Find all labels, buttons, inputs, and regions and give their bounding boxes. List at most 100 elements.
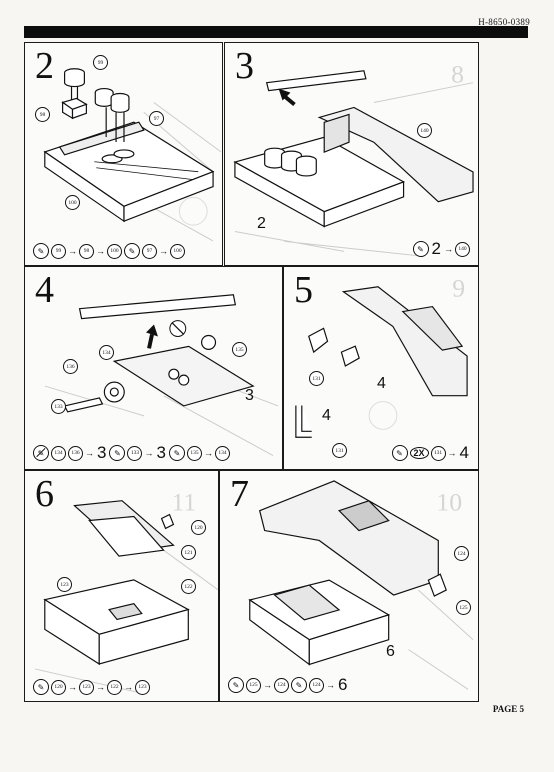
part-number-badge: 125 xyxy=(246,677,261,693)
callout-136: 136 xyxy=(63,359,78,374)
part-number-badge: 134 xyxy=(51,445,66,461)
step-5-illustration xyxy=(295,286,468,438)
subassembly-label: 4 xyxy=(377,375,386,392)
assembly-sequence: ✎2→140 xyxy=(412,239,470,259)
callout-135: 135 xyxy=(232,342,247,357)
part-number-badge: 133 xyxy=(127,445,143,461)
background-ghost-drawing: 10 xyxy=(408,488,474,690)
page-number: PAGE 5 xyxy=(492,704,524,714)
callout-131-bottom: 131 xyxy=(332,443,347,458)
step-number: 4 xyxy=(35,269,54,311)
step-7-panel: 10 7 124 125 6 ✎125→124✎124→6 xyxy=(219,470,479,702)
glue-icon: ✎ xyxy=(124,243,140,259)
part-number-badge: 98 xyxy=(79,243,94,259)
arrow-right-icon: → xyxy=(263,680,272,690)
background-ghost-drawing: 8 xyxy=(234,60,474,257)
arrow-right-icon: → xyxy=(96,246,105,256)
step-2-illustration xyxy=(43,68,215,223)
assembly-sequence: ✎125→124✎124→6 xyxy=(228,675,348,695)
glue-icon: ✎ xyxy=(412,241,429,257)
glue-icon: ✎ xyxy=(33,243,49,259)
part-number-badge: 135 xyxy=(186,445,202,461)
glue-icon: ✎ xyxy=(391,445,408,461)
step-7-illustration xyxy=(248,480,447,666)
svg-text:10: 10 xyxy=(436,488,462,517)
callout-121: 121 xyxy=(181,545,196,560)
callout-98: 98 xyxy=(35,107,50,122)
callout-140: 140 xyxy=(417,123,432,138)
callout-120: 120 xyxy=(191,520,206,535)
arrow-right-icon: → xyxy=(124,682,133,692)
arrow-right-icon: → xyxy=(144,448,154,458)
part-number-badge: 100 xyxy=(107,243,122,259)
part-number-badge: 123 xyxy=(79,679,94,695)
step-4-illustration xyxy=(63,294,255,413)
step-number: 5 xyxy=(294,269,313,311)
arrow-right-icon: → xyxy=(447,448,457,458)
part-number-badge: 100 xyxy=(170,243,185,259)
part-number-badge: 120 xyxy=(51,679,66,695)
callout-122: 122 xyxy=(181,579,196,594)
arrow-right-icon: → xyxy=(68,246,77,256)
assembly-sequence: ✎99→98→100✎97→100 xyxy=(33,243,185,259)
callout-131-top: 131 xyxy=(309,371,324,386)
assembly-sequence: ✎120→123→122→123 xyxy=(33,679,150,695)
subassembly-ref: 2 xyxy=(431,239,441,258)
callout-133: 133 xyxy=(51,399,66,414)
subassembly-ref: 6 xyxy=(338,675,348,694)
step-number: 6 xyxy=(35,473,54,515)
step-6-panel: 11 6 120 121 122 123 ✎120→123→122→123 xyxy=(24,470,219,702)
arrow-right-icon: → xyxy=(203,448,213,458)
document-number: H-8650-0389 xyxy=(478,17,530,27)
glue-icon: ✎ xyxy=(33,679,49,695)
arrow-right-icon: → xyxy=(326,680,335,690)
step-number: 2 xyxy=(35,45,54,87)
background-ghost-drawing: 9 xyxy=(368,274,465,430)
part-number-badge: 97 xyxy=(142,243,157,259)
header-bar xyxy=(24,26,528,38)
arrow-right-icon: → xyxy=(68,682,77,692)
step-3-illustration xyxy=(233,70,474,228)
part-number-badge: 140 xyxy=(455,241,470,257)
callout-100: 100 xyxy=(65,195,80,210)
callout-99: 99 xyxy=(93,55,108,70)
callout-123: 123 xyxy=(57,577,72,592)
step-number: 7 xyxy=(230,473,249,515)
glue-icon: ✎ xyxy=(168,445,185,461)
subassembly-ref: 4 xyxy=(459,443,469,462)
subassembly-ref: 3 xyxy=(97,443,107,462)
no-glue-icon: ✎ xyxy=(33,445,49,461)
glue-icon: ✎ xyxy=(291,677,307,693)
step-3-panel: 8 3 140 2 ✎2→140 xyxy=(224,42,479,266)
arrow-right-icon: → xyxy=(159,246,168,256)
subassembly-label: 6 xyxy=(386,643,395,660)
quantity-badge: 2X xyxy=(409,447,429,459)
svg-text:8: 8 xyxy=(451,60,464,89)
part-number-badge: 134 xyxy=(214,445,230,461)
part-number-badge: 136 xyxy=(68,445,83,461)
part-number-badge: 124 xyxy=(309,677,324,693)
callout-134: 134 xyxy=(99,345,114,360)
part-number-badge: 123 xyxy=(135,679,150,695)
callout-125: 125 xyxy=(456,600,471,615)
step-number: 3 xyxy=(235,45,254,87)
part-number-badge: 99 xyxy=(51,243,66,259)
step-6-illustration xyxy=(43,500,190,666)
subassembly-label: 3 xyxy=(245,387,254,404)
callout-124: 124 xyxy=(454,546,469,561)
glue-icon: ✎ xyxy=(228,677,244,693)
svg-text:11: 11 xyxy=(171,488,196,517)
part-number-badge: 124 xyxy=(274,677,289,693)
part-number-badge: 122 xyxy=(107,679,122,695)
arrow-right-icon: → xyxy=(96,682,105,692)
glue-icon: ✎ xyxy=(109,445,126,461)
arrow-right-icon: → xyxy=(444,244,453,254)
part-number-badge: 131 xyxy=(430,445,446,461)
subassembly-label: 2 xyxy=(257,215,266,232)
subassembly-label: 4 xyxy=(322,407,331,424)
callout-97: 97 xyxy=(149,111,164,126)
